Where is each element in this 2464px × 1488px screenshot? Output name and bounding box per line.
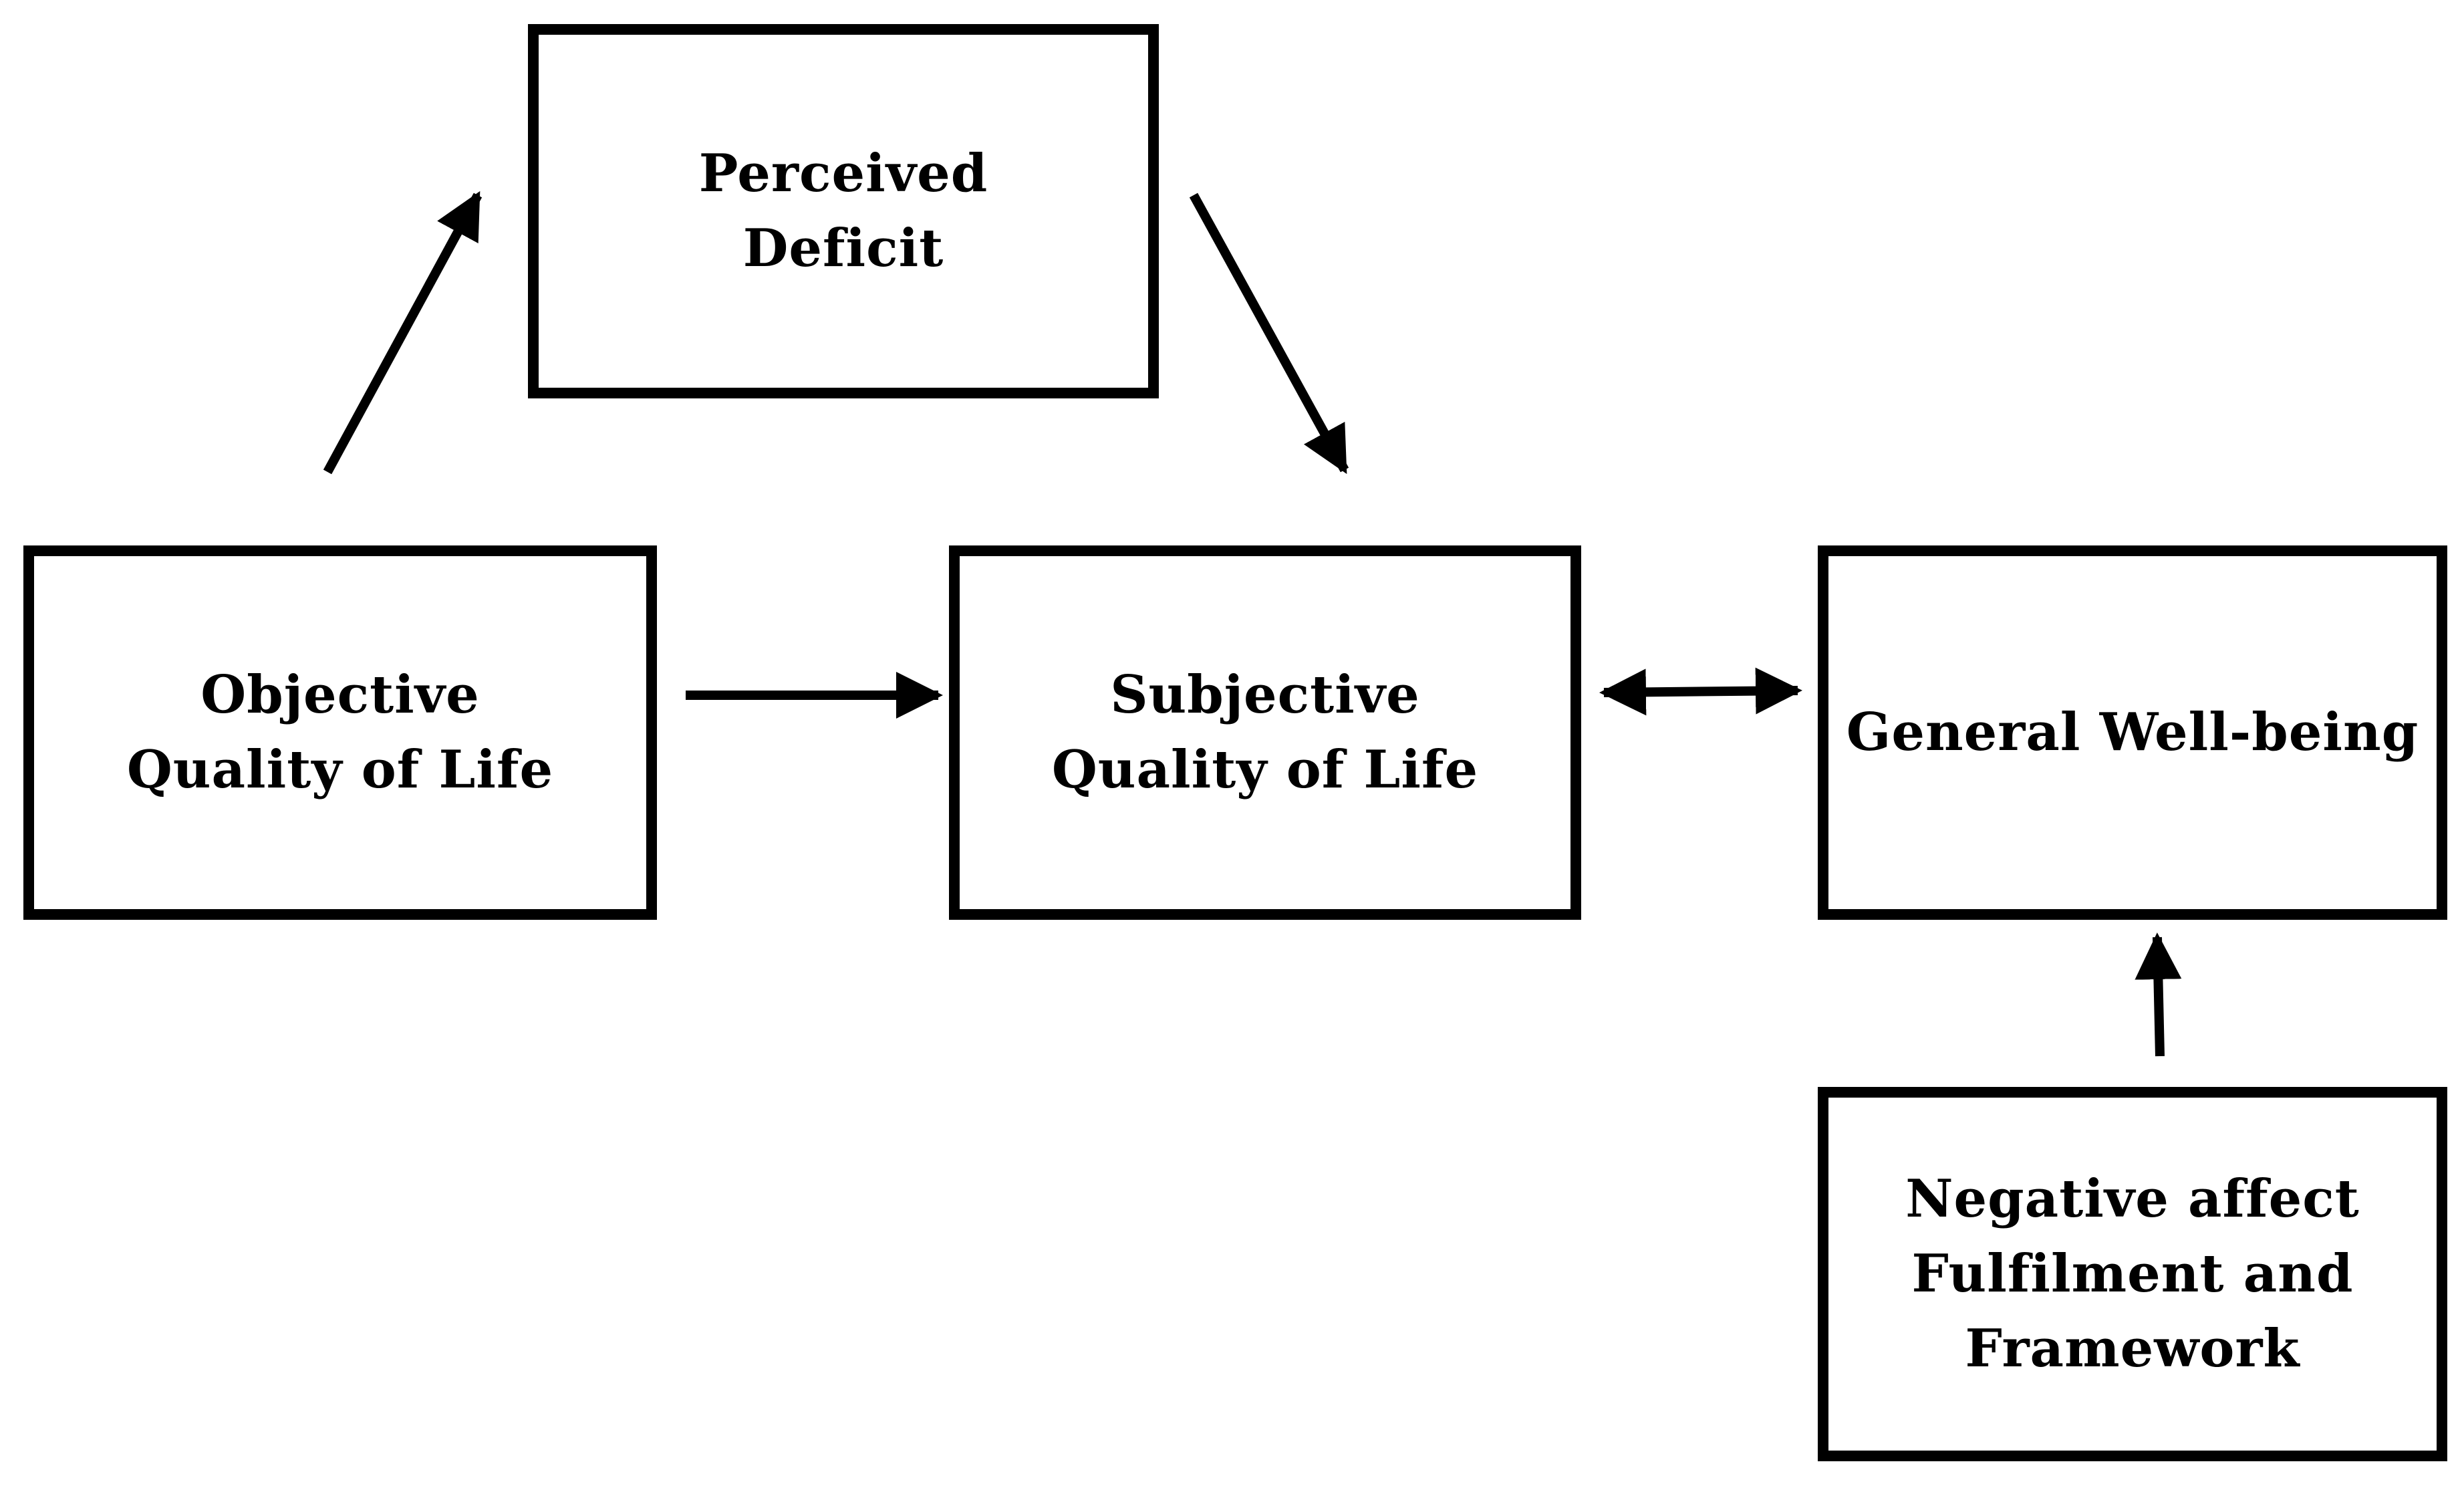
perceived-deficit-line-2: Deficit [742,218,944,279]
objective-qol-line-1: Objective [200,664,480,725]
general-wellbeing-line-1: General Well-being [1846,702,2419,763]
subjective-qol-label: Subjective Quality of Life [1052,658,1478,808]
objective-qol-label: Objective Quality of Life [127,658,553,808]
objective-qol-line-2: Quality of Life [126,739,554,800]
arrow-objective-to-perceived [323,191,483,475]
subjective-qol-line-2: Quality of Life [1051,739,1479,800]
arrow-negative-affect-to-wellbeing [2135,933,2182,1057]
arrow-subjective-wellbeing-bidirectional [1599,667,1802,716]
subjective-qol-box: Subjective Quality of Life [949,545,1581,920]
negative-affect-line-1: Negative affect [1905,1168,2360,1229]
negative-affect-line-3: Framework [1965,1318,2300,1379]
negative-affect-label: Negative affect Fulfilment and Framework [1905,1162,2360,1386]
general-wellbeing-box: General Well-being [1818,545,2447,920]
objective-qol-box: Objective Quality of Life [23,545,657,920]
arrow-perceived-to-subjective [1189,193,1349,475]
negative-affect-line-2: Fulfilment and [1911,1243,2354,1304]
general-wellbeing-label: General Well-being [1846,695,2419,770]
perceived-deficit-label: Perceived Deficit [699,136,988,286]
perceived-deficit-line-1: Perceived [698,143,988,204]
perceived-deficit-box: Perceived Deficit [528,24,1159,398]
negative-affect-box: Negative affect Fulfilment and Framework [1818,1087,2447,1461]
subjective-qol-line-1: Subjective [1110,664,1420,725]
